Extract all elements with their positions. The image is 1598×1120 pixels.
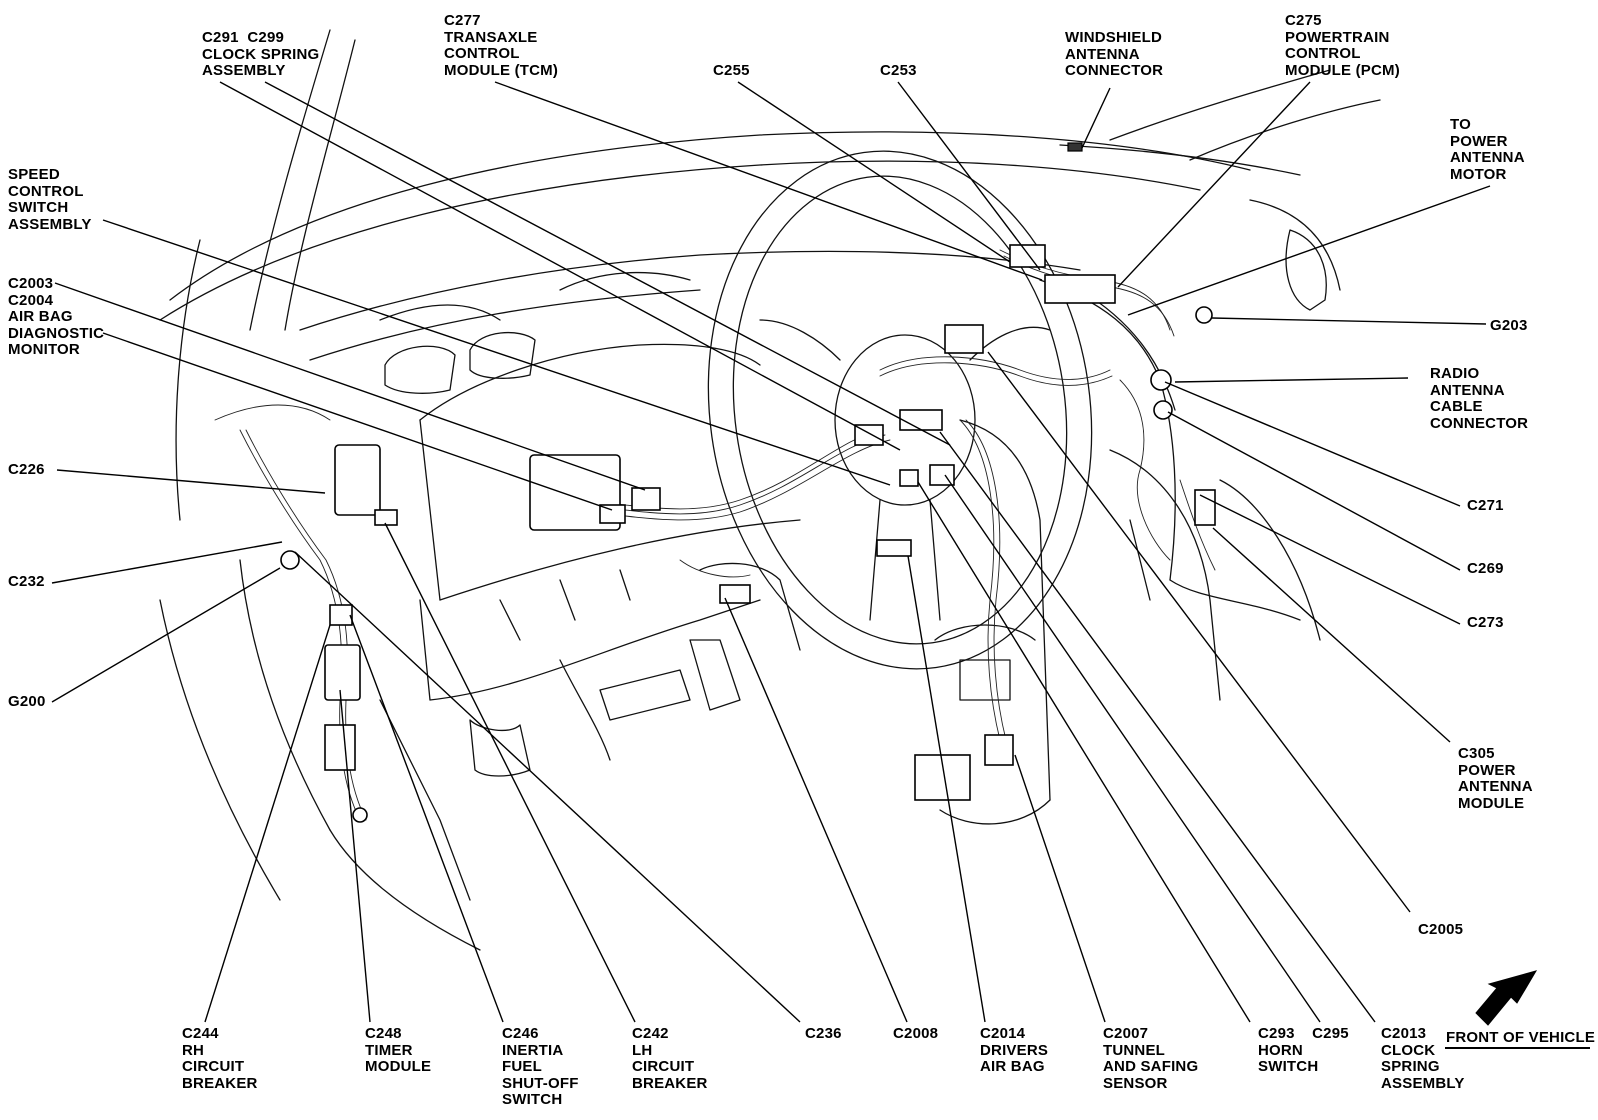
label-c253: C253 <box>880 62 917 79</box>
wiring-harness <box>214 249 1216 821</box>
front-arrow-icon <box>1475 970 1538 1026</box>
label-c293-c295: C293 C295 HORN SWITCH <box>1258 1025 1349 1075</box>
label-c2007: C2007 TUNNEL AND SAFING SENSOR <box>1103 1025 1199 1092</box>
connector-shapes <box>280 142 1216 823</box>
label-c2005: C2005 <box>1418 921 1464 938</box>
label-c291-c299: C291 C299 CLOCK SPRING ASSEMBLY <box>202 29 320 79</box>
label-c2014: C2014 DRIVERS AIR BAG <box>980 1025 1049 1075</box>
label-c255: C255 <box>713 62 750 79</box>
label-windshield-antenna: WINDSHIELD ANTENNA CONNECTOR <box>1065 29 1164 79</box>
label-g200: G200 <box>8 693 46 710</box>
label-c226: C226 <box>8 461 45 478</box>
dashboard-outline <box>159 29 1381 951</box>
label-c236: C236 <box>805 1025 842 1042</box>
label-c232: C232 <box>8 573 45 590</box>
label-radio-antenna: RADIO ANTENNA CABLE CONNECTOR <box>1430 365 1529 432</box>
leader-lines <box>51 81 1491 1023</box>
label-c2003-c2004: C2003 C2004 AIR BAG DIAGNOSTIC MONITOR <box>8 275 105 358</box>
label-to-power-antenna-motor: TO POWER ANTENNA MOTOR <box>1450 116 1525 183</box>
label-c277: C277 TRANSAXLE CONTROL MODULE (TCM) <box>444 12 559 79</box>
label-g203: G203 <box>1490 317 1528 334</box>
label-c2013: C2013 CLOCK SPRING ASSEMBLY <box>1381 1025 1465 1092</box>
label-c269: C269 <box>1467 560 1504 577</box>
label-c273: C273 <box>1467 614 1504 631</box>
label-c244: C244 RH CIRCUIT BREAKER <box>182 1025 258 1092</box>
label-front-of-vehicle: FRONT OF VEHICLE <box>1446 1029 1596 1046</box>
label-c271: C271 <box>1467 497 1504 514</box>
label-speed-control: SPEED CONTROL SWITCH ASSEMBLY <box>8 166 92 233</box>
label-c246: C246 INERTIA FUEL SHUT-OFF SWITCH <box>502 1025 579 1108</box>
label-c248: C248 TIMER MODULE <box>365 1025 432 1075</box>
label-c305: C305 POWER ANTENNA MODULE <box>1458 745 1533 812</box>
label-c242: C242 LH CIRCUIT BREAKER <box>632 1025 708 1092</box>
label-c2008: C2008 <box>893 1025 939 1042</box>
label-c275: C275 POWERTRAIN CONTROL MODULE (PCM) <box>1285 12 1400 79</box>
